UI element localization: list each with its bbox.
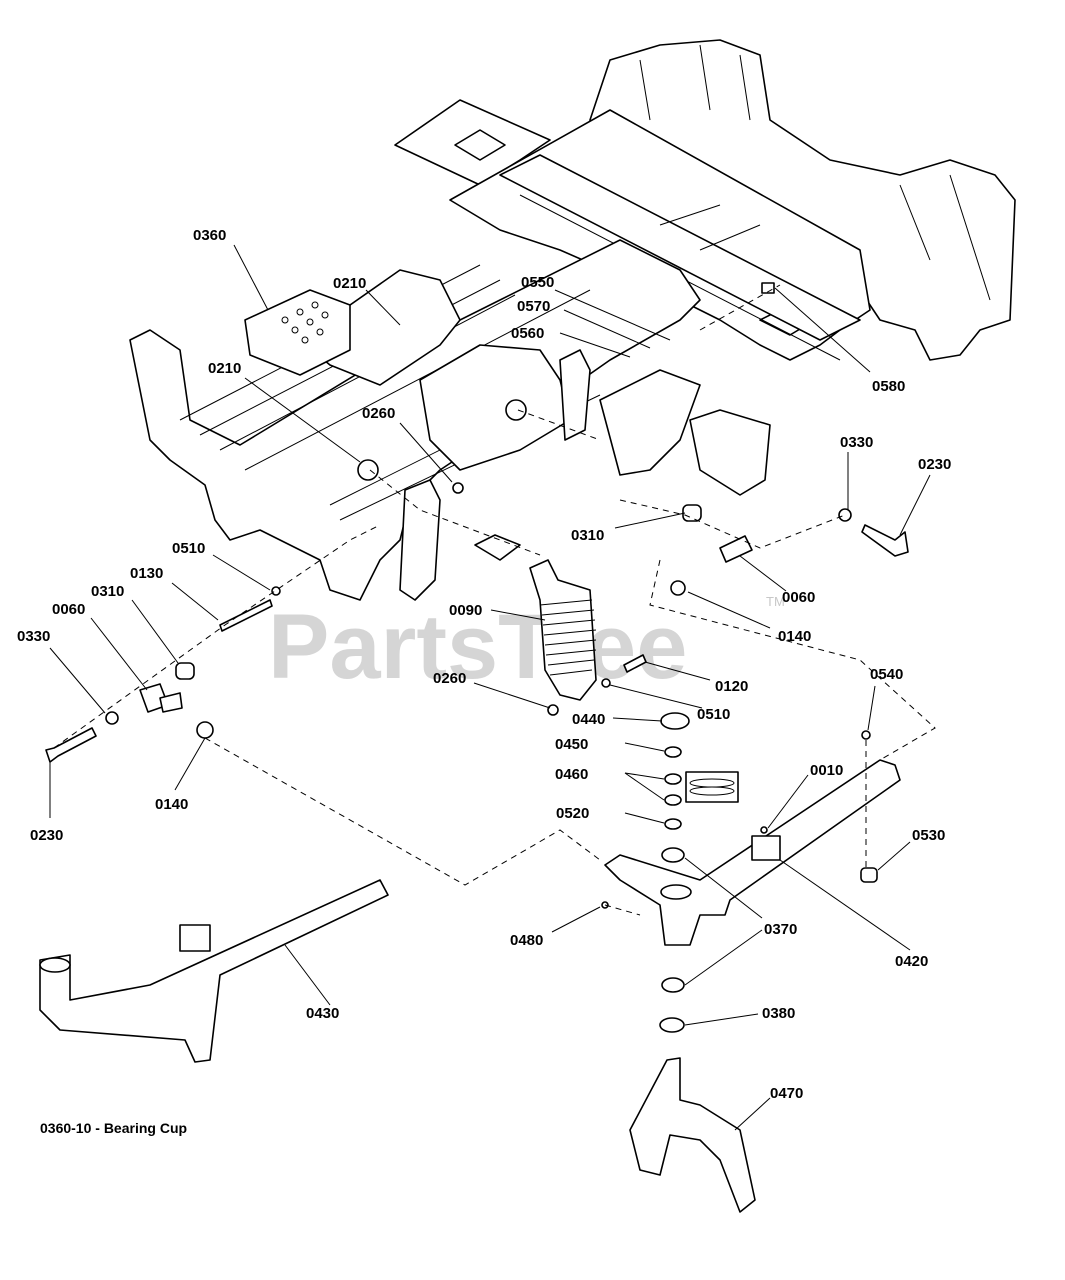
callout-0470: 0470 bbox=[770, 1085, 803, 1102]
callout-0380: 0380 bbox=[762, 1005, 795, 1022]
caster-fork bbox=[629, 1057, 756, 1213]
callout-0310-b: 0310 bbox=[91, 583, 124, 600]
callout-0140-b: 0140 bbox=[155, 796, 188, 813]
leader-lines bbox=[49, 244, 931, 1131]
callout-0330-a: 0330 bbox=[840, 434, 873, 451]
callout-0530: 0530 bbox=[912, 827, 945, 844]
callout-0520: 0520 bbox=[556, 805, 589, 822]
axle-variant bbox=[39, 879, 389, 1063]
callout-0510-a: 0510 bbox=[172, 540, 205, 557]
callout-0060-b: 0060 bbox=[782, 589, 815, 606]
callout-0310-a: 0310 bbox=[571, 527, 604, 544]
callout-0560: 0560 bbox=[511, 325, 544, 342]
callout-0060-a: 0060 bbox=[52, 601, 85, 618]
callout-0230-b: 0230 bbox=[30, 827, 63, 844]
callout-labels: 0360 0210 0210 0550 0570 0560 0580 0260 … bbox=[17, 227, 951, 1102]
callout-0570: 0570 bbox=[517, 298, 550, 315]
front-axle bbox=[601, 730, 901, 946]
callout-0010: 0010 bbox=[810, 762, 843, 779]
callout-0260-a: 0260 bbox=[362, 405, 395, 422]
callout-0450: 0450 bbox=[555, 736, 588, 753]
callout-0210-a: 0210 bbox=[333, 275, 366, 292]
callout-0420: 0420 bbox=[895, 953, 928, 970]
callout-0210-b: 0210 bbox=[208, 360, 241, 377]
spindle-stack bbox=[659, 712, 739, 1033]
callout-0120: 0120 bbox=[715, 678, 748, 695]
callout-0550: 0550 bbox=[521, 274, 554, 291]
watermark-tm: TM bbox=[766, 594, 785, 609]
callout-0580: 0580 bbox=[872, 378, 905, 395]
callout-0260-b: 0260 bbox=[433, 670, 466, 687]
right-hardware bbox=[547, 504, 909, 716]
callout-0460: 0460 bbox=[555, 766, 588, 783]
callout-0360: 0360 bbox=[193, 227, 226, 244]
left-hardware bbox=[45, 482, 464, 763]
bearing-cup-note: 0360-10 - Bearing Cup bbox=[40, 1120, 188, 1136]
watermark: PartsTree bbox=[268, 596, 687, 698]
main-frame bbox=[129, 39, 1016, 601]
callout-0140-a: 0140 bbox=[778, 628, 811, 645]
assembly-lines bbox=[53, 284, 936, 916]
callout-0430: 0430 bbox=[306, 1005, 339, 1022]
callout-0090: 0090 bbox=[449, 602, 482, 619]
callout-0370: 0370 bbox=[764, 921, 797, 938]
callout-0510-b: 0510 bbox=[697, 706, 730, 723]
shock-absorber bbox=[529, 559, 597, 701]
callout-0330-b: 0330 bbox=[17, 628, 50, 645]
callout-0230-a: 0230 bbox=[918, 456, 951, 473]
callout-0130: 0130 bbox=[130, 565, 163, 582]
callout-0440: 0440 bbox=[572, 711, 605, 728]
callout-0540: 0540 bbox=[870, 666, 903, 683]
callout-0480: 0480 bbox=[510, 932, 543, 949]
